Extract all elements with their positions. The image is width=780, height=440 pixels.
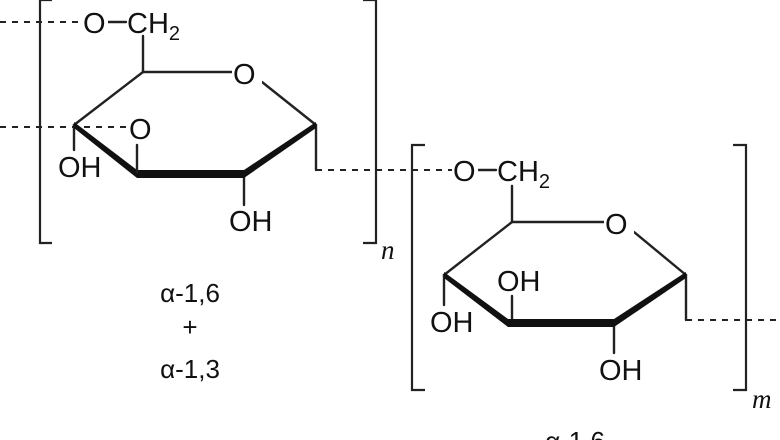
bold-c3-c2-n	[137, 170, 244, 178]
repeat-unit-m: O CH2 O OH OH OH m	[410, 143, 780, 414]
atom-oh-c2-n: OH	[229, 206, 273, 238]
wedge-c2-c1-n	[244, 122, 316, 178]
wedge-c4-c3-m	[444, 272, 508, 327]
atom-oh-c2-m: OH	[599, 355, 643, 387]
atom-o6-m: O	[453, 156, 476, 188]
bracket-right-n	[363, 0, 378, 245]
atom-ring-o-n: O	[233, 59, 256, 91]
bracket-right-m	[733, 143, 748, 392]
bracket-left-m	[410, 143, 425, 392]
caption-alpha-1-6: α-1,6	[160, 278, 220, 308]
bracket-left-n	[38, 0, 52, 245]
bond-ro-c1-m	[632, 230, 688, 277]
repeat-index-n: n	[381, 235, 395, 265]
atom-oh-c4-n: OH	[58, 152, 102, 184]
repeat-unit-n: O CH2 O O OH OH n	[0, 0, 452, 265]
atom-ch2-m: CH2	[497, 156, 550, 193]
caption-alpha-1-3: α-1,3	[160, 354, 220, 384]
atom-ring-o-m: O	[605, 209, 628, 241]
bond-c5-c4-n	[72, 70, 145, 127]
linkage-captions: α-1,6 + α-1,3 α-1,6	[160, 278, 605, 440]
caption-alpha-1-6-bottom: α-1,6	[545, 426, 605, 440]
atom-oh-c4-m: OH	[430, 307, 474, 339]
atom-o3-n: O	[129, 114, 152, 146]
atom-ch2-n: CH2	[127, 8, 180, 45]
bond-c5-c4-m	[442, 220, 514, 277]
wedge-c2-c1-m	[614, 272, 686, 327]
caption-plus: +	[182, 312, 197, 342]
wedge-c4-c3-n	[74, 122, 137, 178]
atom-o6-n: O	[83, 8, 106, 40]
bond-ro-c1-n	[260, 80, 318, 127]
repeat-index-m: m	[752, 384, 772, 414]
bold-c3-c2-m	[508, 319, 614, 327]
atom-oh-c3-m: OH	[497, 266, 541, 298]
